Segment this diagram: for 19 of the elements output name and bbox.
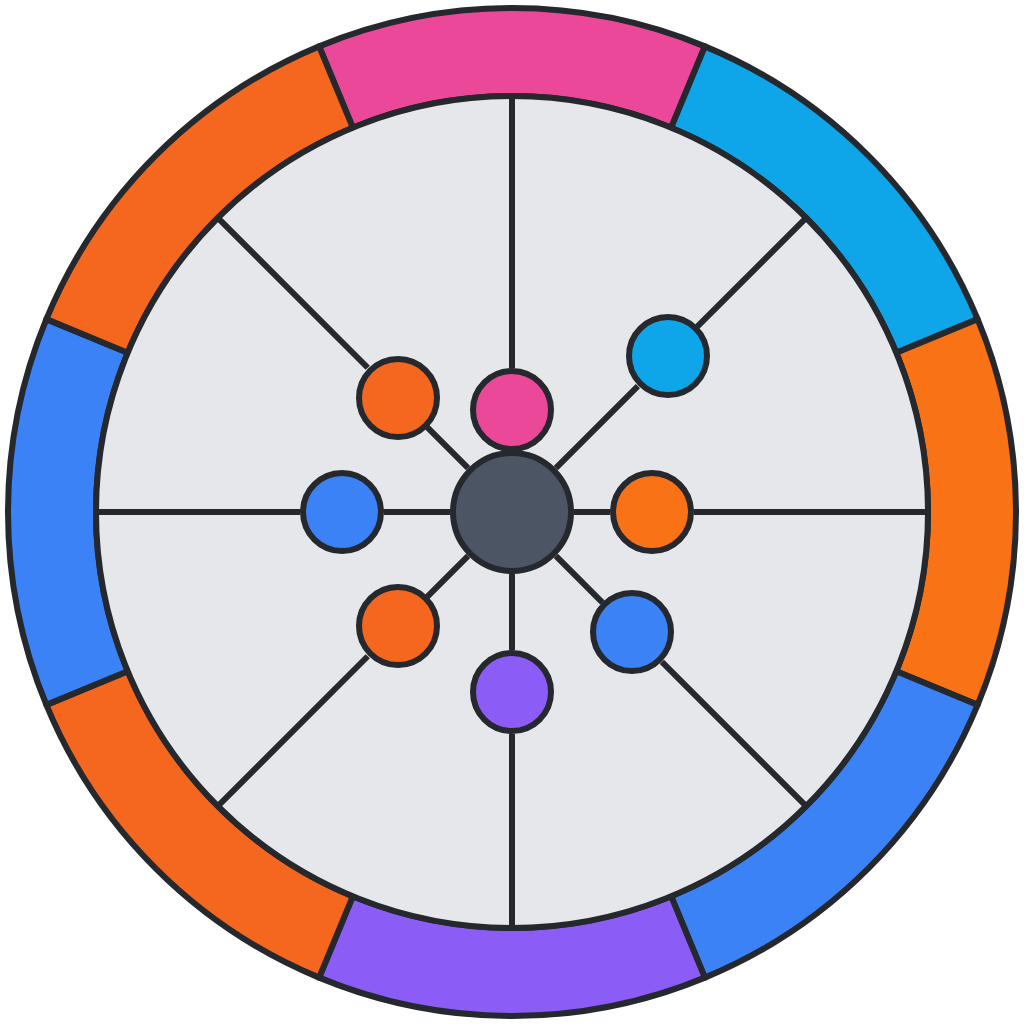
connector-line: [96, 509, 300, 515]
connector-line: [694, 509, 928, 515]
connector-line: [425, 425, 471, 471]
connector-line: [659, 659, 809, 809]
ring-segment: [43, 43, 356, 356]
connector-line: [425, 553, 471, 599]
ring-segment: [893, 316, 1019, 708]
connector-line: [574, 509, 610, 515]
ring-segment: [316, 893, 708, 1019]
connector-line: [215, 215, 370, 370]
connector-line: [553, 553, 605, 605]
connector-line: [384, 509, 450, 515]
connector-line: [509, 574, 515, 650]
connector-line: [509, 96, 515, 368]
connector-line: [509, 734, 515, 928]
ring-segment: [5, 316, 131, 708]
connector-line: [695, 215, 809, 329]
connector-line: [553, 384, 640, 471]
connector-line: [215, 654, 370, 809]
